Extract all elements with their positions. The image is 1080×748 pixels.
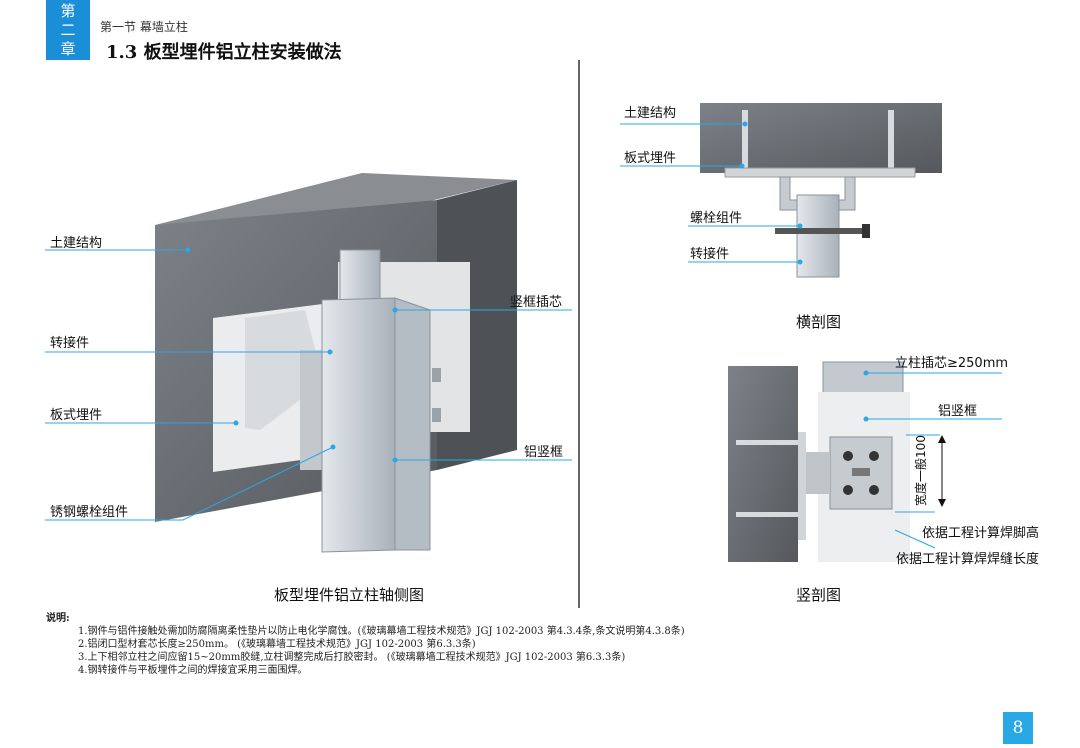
vs-anchor-top bbox=[736, 440, 798, 445]
chapter-char-1: 第 bbox=[60, 1, 76, 20]
chapter-tab: 第 二 章 bbox=[46, 0, 90, 60]
tab-1 bbox=[432, 368, 441, 382]
label-ax-mullion: 铝竖框 bbox=[524, 445, 564, 460]
vertical-section-drawing bbox=[728, 361, 910, 562]
caption-cross-section: 横剖图 bbox=[796, 313, 842, 331]
vs-bolt-1 bbox=[843, 451, 853, 461]
cs-anchor-left bbox=[742, 110, 748, 170]
chapter-char-2: 二 bbox=[60, 20, 76, 39]
tab-2 bbox=[432, 408, 441, 422]
note-item: 3.上下相邻立柱之间应留15~20mm胶缝,立柱调整完成后打胶密封。 (《玻璃幕… bbox=[78, 652, 626, 663]
cs-concrete bbox=[700, 103, 942, 173]
adapter-bracket bbox=[245, 310, 318, 430]
label-ax-structure: 土建结构 bbox=[50, 236, 103, 251]
label-vs-weld-length: 依据工程计算焊焊缝长度 bbox=[896, 552, 1040, 567]
leader-ax-bolt bbox=[45, 446, 334, 521]
mullion-side bbox=[394, 297, 431, 551]
cs-mullion bbox=[796, 194, 840, 278]
mullion-front bbox=[321, 297, 396, 553]
note-item: 1.钢件与铝件接触处需加防腐隔离柔性垫片以防止电化学腐蚀。(《玻璃幕墙工程技术规… bbox=[78, 626, 685, 637]
vs-bolt-2 bbox=[869, 451, 879, 461]
note-item: 2.铝闭口型材套芯长度≥250mm。 (《玻璃幕墙工程技术规范》JGJ 102-… bbox=[78, 639, 476, 650]
vs-sleeve bbox=[822, 361, 904, 395]
label-ax-embed-plate: 板式埋件 bbox=[50, 408, 103, 423]
cs-embed-plate bbox=[724, 167, 916, 178]
vs-bolt-4 bbox=[869, 485, 879, 495]
vs-slot bbox=[852, 468, 870, 476]
vs-bolt-3 bbox=[843, 485, 853, 495]
label-cs-embed-plate: 板式埋件 bbox=[624, 151, 677, 166]
label-cs-structure: 土建结构 bbox=[624, 106, 677, 121]
label-ax-bolt: 锈钢螺栓组件 bbox=[50, 505, 129, 520]
label-vs-sleeve: 立柱插芯≥250mm bbox=[895, 356, 1009, 371]
concrete-top-face bbox=[155, 173, 517, 230]
label-ax-sleeve: 竖框插芯 bbox=[510, 295, 563, 310]
caption-vertical-section: 竖剖图 bbox=[796, 586, 842, 604]
label-vs-width: 宽度一般100 bbox=[913, 435, 928, 506]
vs-concrete bbox=[728, 366, 798, 562]
vs-embed-plate bbox=[798, 432, 806, 540]
page-number: 8 bbox=[1003, 712, 1033, 744]
section-subtitle: 第一节 幕墙立柱 bbox=[100, 20, 188, 34]
chapter-char-3: 章 bbox=[60, 39, 76, 58]
cs-nut bbox=[862, 224, 870, 238]
leader-vs-weld-length bbox=[894, 529, 936, 549]
cross-section-drawing bbox=[700, 103, 942, 278]
label-cs-adapter: 转接件 bbox=[690, 247, 730, 262]
label-vs-mullion: 铝竖框 bbox=[938, 404, 978, 419]
vs-anchor-bottom bbox=[736, 512, 798, 517]
notes-heading: 说明: bbox=[46, 613, 70, 624]
column-divider bbox=[578, 60, 580, 608]
notes: 说明: 1.钢件与铝件接触处需加防腐隔离柔性垫片以防止电化学腐蚀。(《玻璃幕墙工… bbox=[46, 612, 685, 677]
cs-anchor-right bbox=[888, 110, 894, 170]
page-title: 1.3 板型埋件铝立柱安装做法 bbox=[106, 42, 342, 63]
label-ax-adapter: 转接件 bbox=[50, 336, 90, 351]
axonometric-drawing bbox=[155, 173, 517, 553]
note-item: 4.钢转接件与平板埋件之间的焊接宜采用三面围焊。 bbox=[78, 665, 308, 676]
vs-adapter-stem bbox=[806, 452, 830, 494]
label-vs-weld-height: 依据工程计算焊脚高 bbox=[922, 526, 1040, 541]
label-cs-bolt: 螺栓组件 bbox=[690, 211, 743, 226]
cs-bolt bbox=[775, 228, 870, 234]
caption-axonometric: 板型埋件铝立柱轴侧图 bbox=[274, 586, 425, 604]
